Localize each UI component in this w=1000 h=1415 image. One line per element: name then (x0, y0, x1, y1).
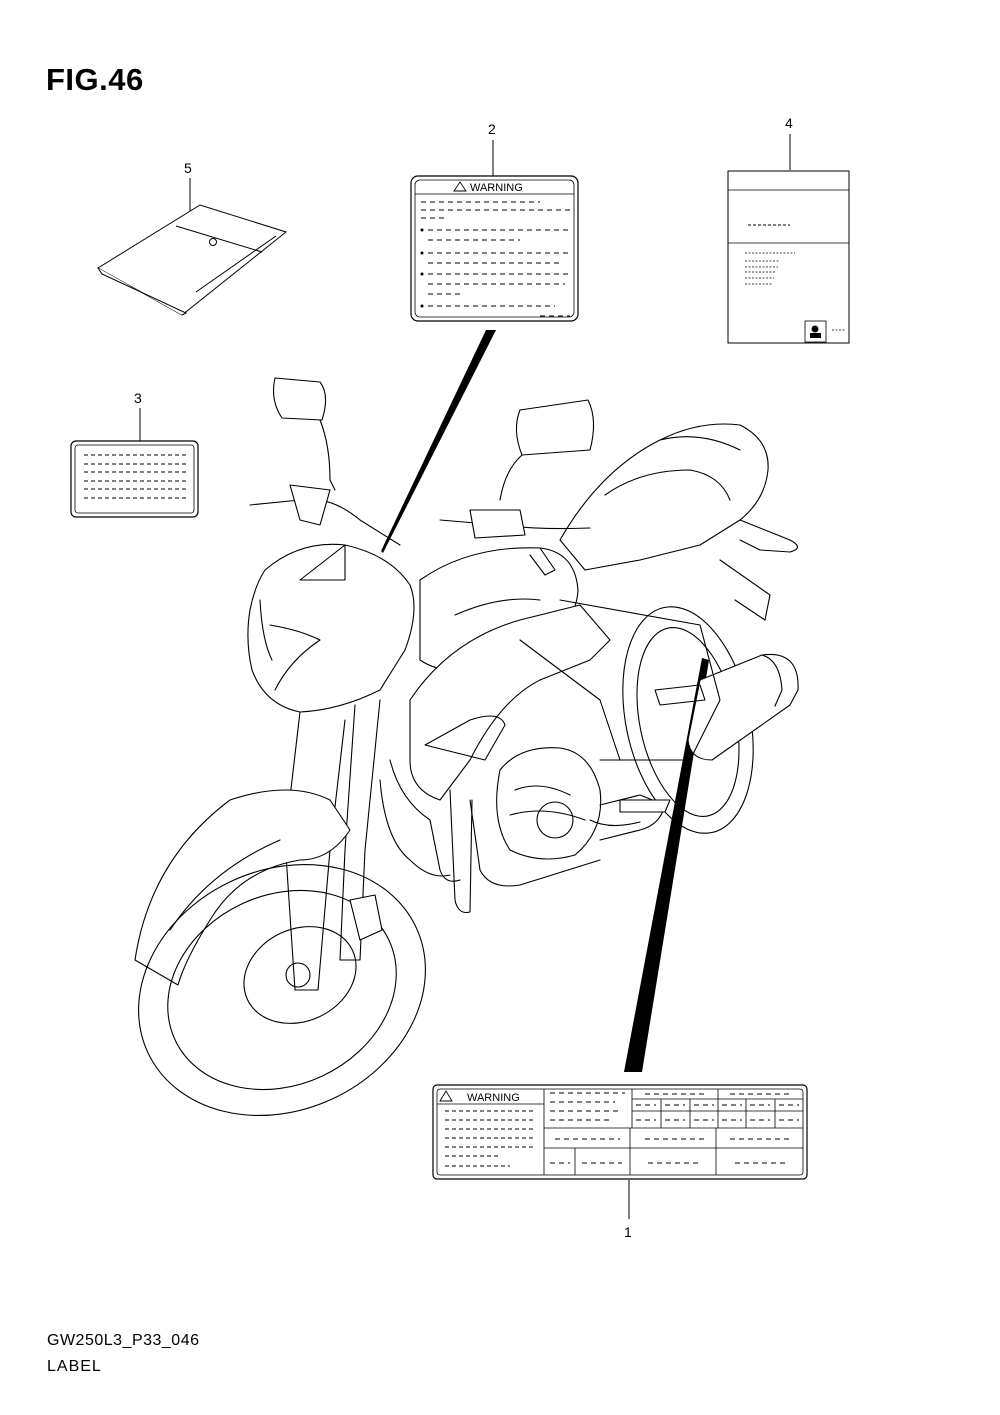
figure-title: FIG.46 (46, 62, 144, 97)
callout-number-2: 2 (488, 121, 496, 137)
diagram-code: GW250L3_P33_046 (47, 1332, 200, 1349)
callout-number-4: 4 (785, 115, 793, 131)
diagram-name: LABEL (47, 1358, 102, 1375)
part-1-warning-heading: WARNING (467, 1092, 520, 1104)
part-5-manual-sheet (97, 204, 288, 316)
pointer-wedges (381, 330, 709, 1072)
leader-lines (139, 134, 791, 1219)
part-1-warning-label: WARNING (432, 1084, 808, 1180)
part-3-label (70, 440, 199, 518)
part-4-booklet (727, 170, 850, 344)
callout-number-1: 1 (624, 1224, 632, 1240)
warning-triangle-icon (453, 181, 467, 192)
motorcycle-illustration (134, 377, 799, 1117)
warning-triangle-icon (439, 1090, 453, 1102)
callout-number-5: 5 (184, 160, 192, 176)
callout-number-3: 3 (134, 390, 142, 406)
part-2-warning-heading: WARNING (470, 182, 523, 194)
part-2-warning-label: WARNING (410, 175, 579, 322)
